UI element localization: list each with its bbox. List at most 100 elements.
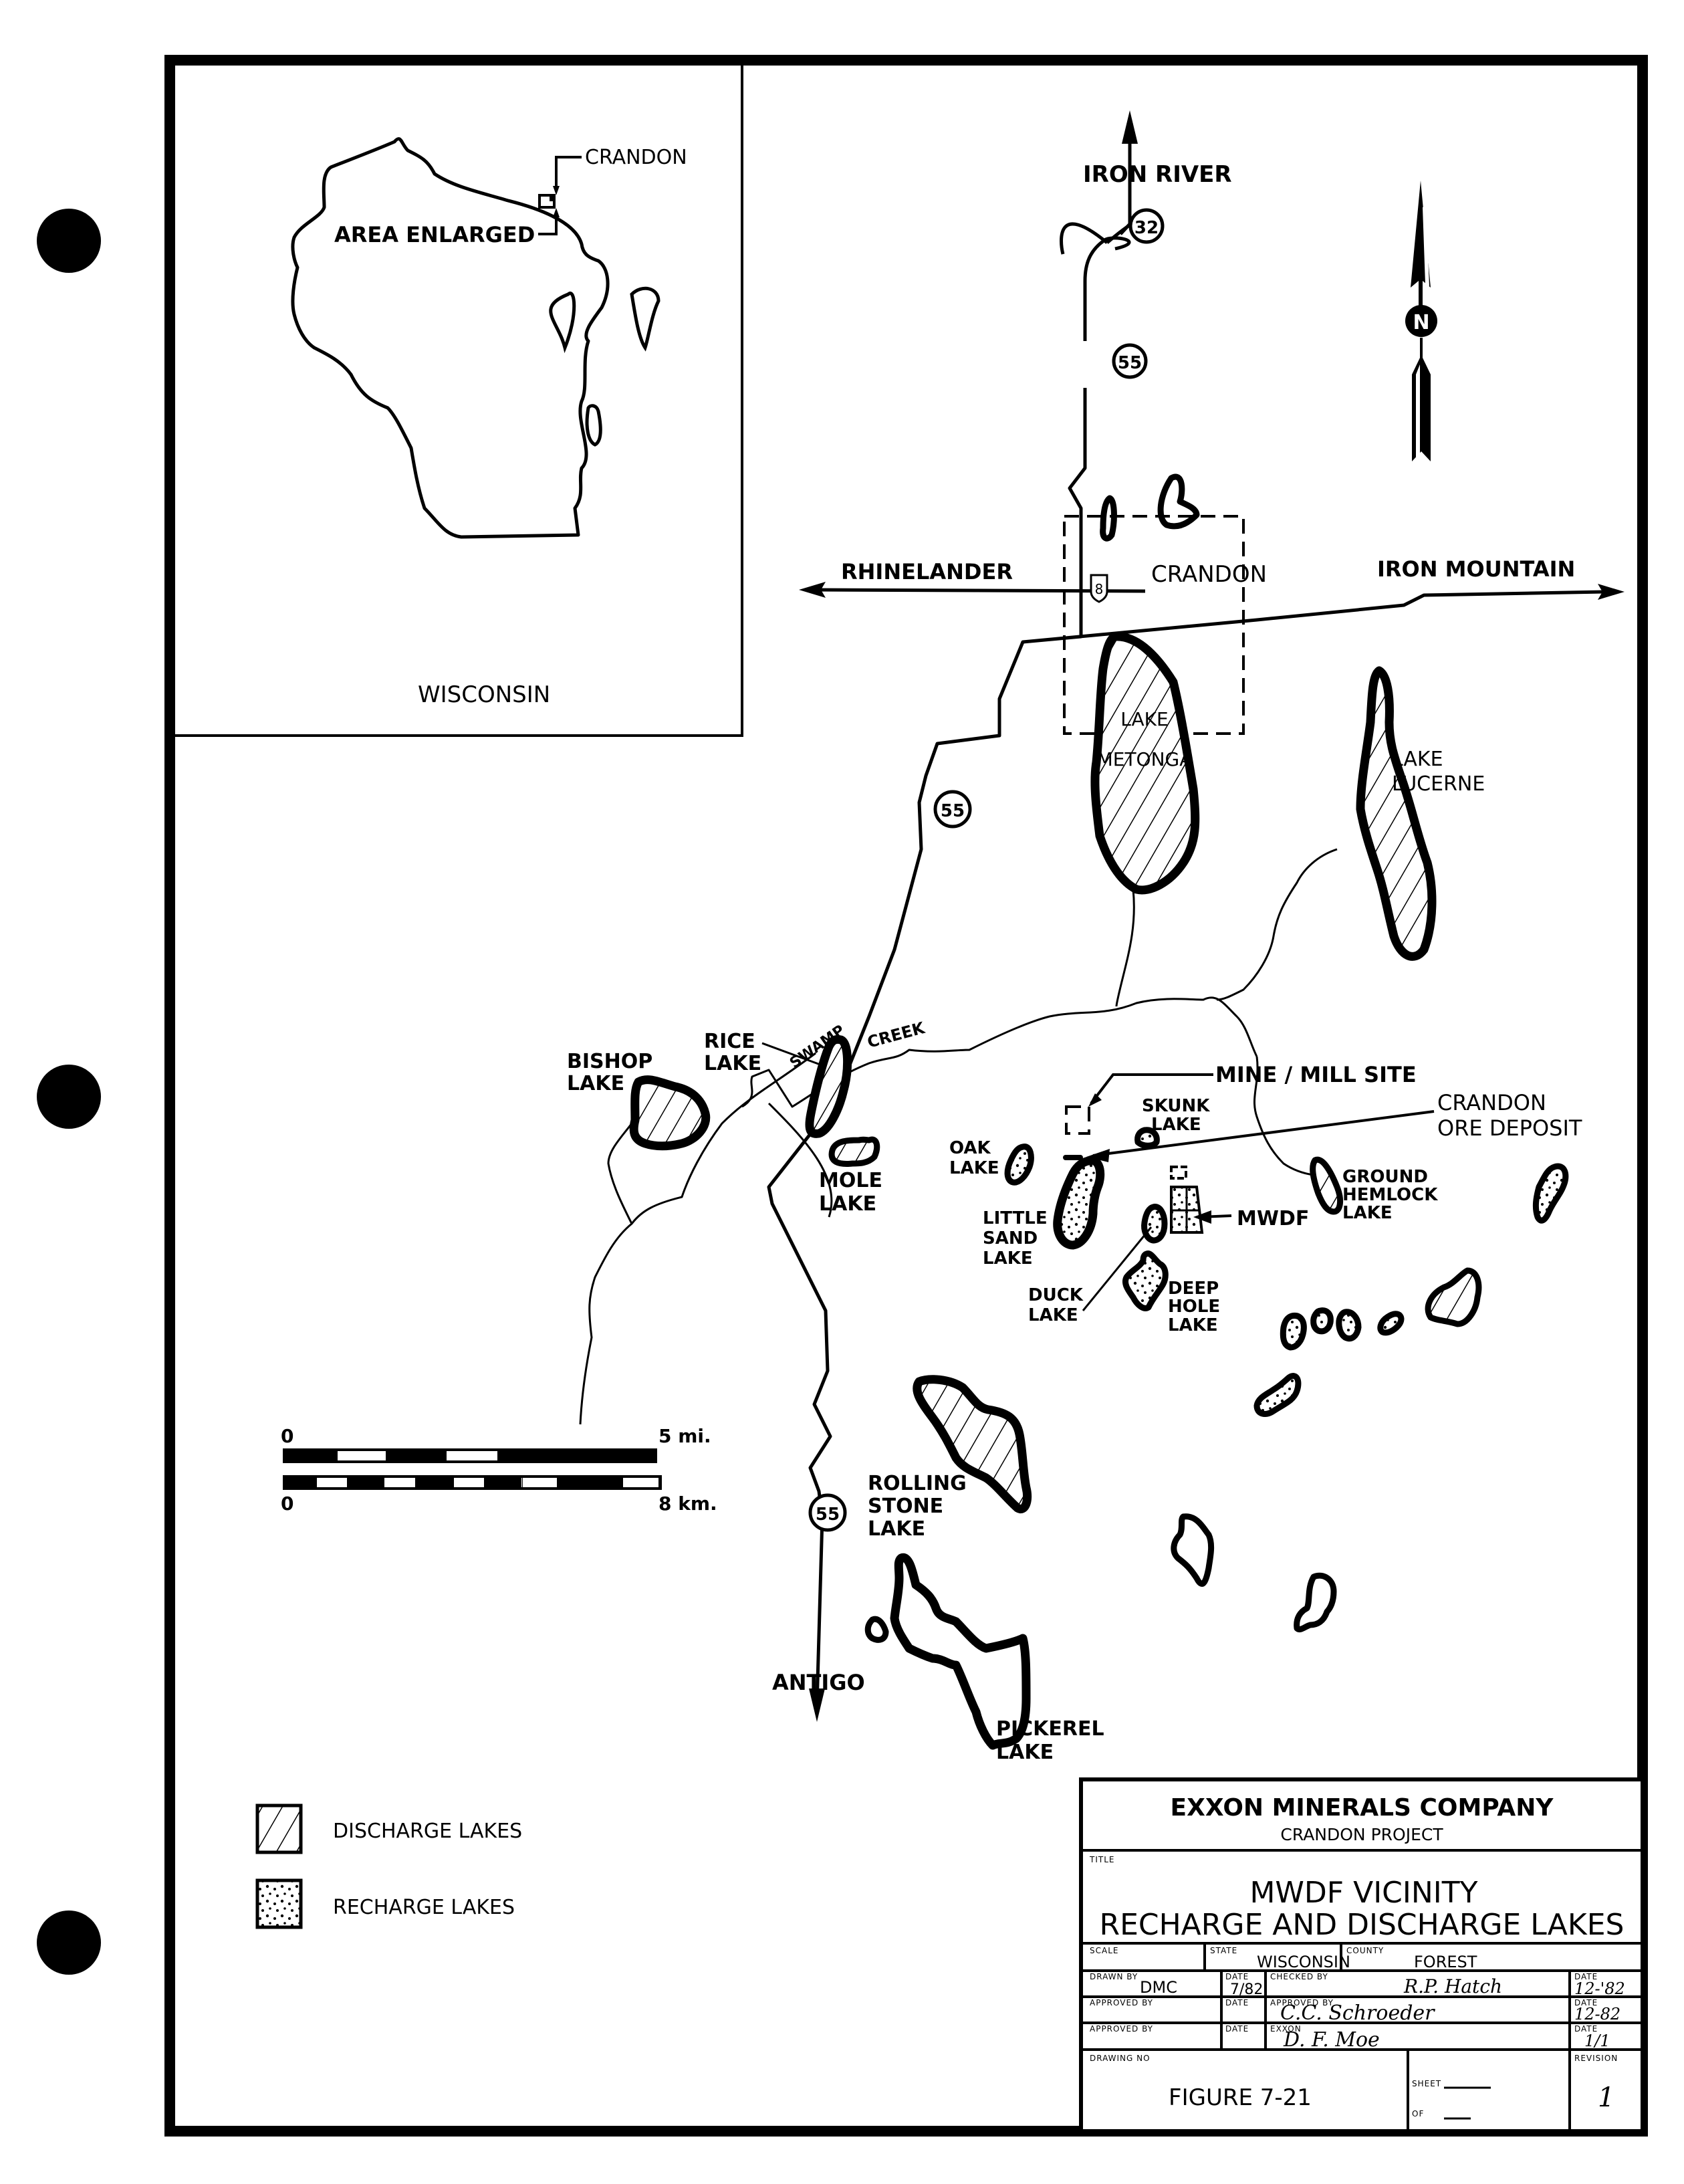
svg-text:55: 55 [941, 801, 965, 821]
svg-text:DUCK: DUCK [1028, 1285, 1084, 1305]
svg-text:RICE: RICE [704, 1030, 755, 1053]
label-bishop-lake: BISHOP LAKE [567, 1050, 652, 1095]
lake-crandon-small-east [1157, 473, 1200, 530]
svg-text:LAKE: LAKE [996, 1741, 1054, 1764]
label-lake-metonga: LAKE METONGA [1097, 708, 1193, 770]
svg-text:DEEP: DEEP [1168, 1279, 1219, 1299]
lake-lucerne [1356, 666, 1437, 961]
label-mole-lake: MOLE LAKE [819, 1169, 882, 1216]
tb-county-value: FOREST [1414, 1953, 1477, 1971]
svg-text:SAND: SAND [983, 1228, 1038, 1248]
highway-55-north-segment [1068, 236, 1131, 602]
legend: DISCHARGE LAKES RECHARGE LAKES [255, 1804, 522, 1929]
svg-text:METONGA: METONGA [1097, 748, 1193, 770]
tb-county-field: COUNTY [1346, 1946, 1384, 1955]
binder-hole-middle [37, 1065, 101, 1129]
title-block: EXXON MINERALS COMPANY CRANDON PROJECT T… [1079, 1777, 1645, 2133]
ore-deposit-leader [1092, 1110, 1435, 1157]
svg-text:LUCERNE: LUCERNE [1392, 772, 1485, 796]
label-little-sand-lake: LITTLE SAND LAKE [983, 1208, 1048, 1269]
inset-crandon-dot [550, 196, 554, 201]
mwdf-site [1170, 1166, 1204, 1234]
lake-deep-hole [1122, 1250, 1169, 1311]
scale-bar: 0 5 mi. 0 8 km. [281, 1425, 717, 1515]
label-iron-river: IRON RIVER [1083, 161, 1232, 188]
highway-55-south [767, 641, 1025, 1706]
label-pickerel-lake: PICKEREL LAKE [996, 1717, 1104, 1764]
lake-cluster-4 [1377, 1311, 1405, 1336]
tb-title-line1: MWDF VICINITY [1249, 1876, 1477, 1910]
tb-approved-date-2: 12-82 [1574, 2005, 1620, 2024]
tb-state-value: WISCONSIN [1257, 1953, 1350, 1971]
label-ground-hemlock-lake: GROUND HEMLOCK LAKE [1342, 1167, 1438, 1223]
inset-map: CRANDON AREA ENLARGED WISCONSIN [175, 60, 743, 737]
svg-text:GROUND: GROUND [1342, 1167, 1428, 1187]
ore-deposit-marker [1063, 1155, 1083, 1160]
label-duck-lake: DUCK LAKE [1028, 1285, 1084, 1325]
lake-cluster-5 [1253, 1373, 1302, 1417]
tb-checked-by-field: CHECKED BY [1270, 1972, 1328, 1981]
mwdf-arrow-icon [1193, 1210, 1211, 1224]
lake-cluster-3 [1336, 1309, 1362, 1342]
inset-crandon-arrow [553, 186, 560, 195]
lake-ground-hemlock [1310, 1156, 1344, 1215]
tb-exxon-value: D. F. Moe [1283, 2028, 1380, 2052]
svg-text:LAKE: LAKE [1151, 1115, 1201, 1135]
antigo-arrow-icon [809, 1688, 825, 1722]
tb-drawing-no-field: DRAWING NO [1090, 2054, 1151, 2063]
label-rice-lake: RICE LAKE [704, 1030, 761, 1075]
highway-55-shield-north: 55 [1112, 343, 1148, 379]
tb-drawn-by-field: DRAWN BY [1090, 1972, 1138, 1981]
svg-text:LAKE: LAKE [868, 1517, 925, 1541]
label-rolling-stone-lake: ROLLING STONE LAKE [868, 1472, 967, 1541]
north-arrow-icon: N [1405, 181, 1437, 461]
inset-area-leader [538, 214, 558, 235]
legend-swatch-discharge [255, 1804, 303, 1854]
svg-text:LAKE: LAKE [1028, 1305, 1078, 1325]
inset-state-label: WISCONSIN [418, 681, 550, 708]
svg-text:PICKEREL: PICKEREL [996, 1717, 1104, 1741]
highway-55-shield-mid: 55 [933, 790, 972, 829]
tb-approved-date-2-field: DATE [1574, 1998, 1598, 2007]
stream-bishop [607, 1123, 633, 1224]
us-8-shield: 8 [1090, 574, 1108, 603]
tb-drawing-no-value: FIGURE 7-21 [1169, 2084, 1312, 2111]
svg-text:HEMLOCK: HEMLOCK [1342, 1185, 1438, 1205]
lake-little-sand [1053, 1156, 1105, 1250]
svg-text:STONE: STONE [868, 1495, 943, 1518]
svg-text:ORE DEPOSIT: ORE DEPOSIT [1437, 1115, 1582, 1141]
label-iron-mountain: IRON MOUNTAIN [1377, 556, 1575, 582]
svg-text:ROLLING: ROLLING [868, 1472, 967, 1495]
duck-lake-leader [1082, 1226, 1153, 1311]
stream-ground-hemlock [1253, 1056, 1314, 1176]
stream-lucerne-outlet [1216, 848, 1338, 1001]
label-antigo: ANTIGO [772, 1670, 865, 1695]
compass-n-label: N [1413, 311, 1429, 334]
tb-approved-by-3-field: APPROVED BY [1090, 2024, 1153, 2034]
tb-exxon-date-field: DATE [1574, 2024, 1598, 2034]
svg-text:32: 32 [1134, 218, 1159, 238]
tb-approved-by-1-field: APPROVED BY [1090, 1998, 1153, 2007]
tb-title-field: TITLE [1089, 1855, 1114, 1864]
svg-text:LAKE: LAKE [1120, 708, 1168, 730]
lake-mole [828, 1136, 880, 1167]
tb-sheet-field: SHEET [1412, 2079, 1441, 2088]
mine-mill-arrow-icon [1088, 1093, 1102, 1107]
svg-text:55: 55 [816, 1505, 840, 1525]
svg-text:LITTLE: LITTLE [983, 1208, 1048, 1228]
tb-checked-date-field: DATE [1574, 1972, 1598, 1981]
lake-east-discharge [1425, 1267, 1482, 1327]
lake-cluster-1 [1280, 1312, 1307, 1351]
lake-south-north [1171, 1513, 1215, 1587]
label-mine-mill-site: MINE / MILL SITE [1215, 1062, 1417, 1087]
tb-state-field: STATE [1210, 1946, 1237, 1955]
highway-8-east [1021, 590, 1605, 644]
scale-km-end: 8 km. [658, 1493, 717, 1515]
tb-revision-value: 1 [1598, 2082, 1614, 2113]
stream-west-branch [579, 1052, 816, 1425]
tb-revision-field: REVISION [1574, 2054, 1618, 2063]
mine-mill-site-box [1065, 1105, 1090, 1135]
map-frame [164, 55, 1648, 2137]
inset-border [175, 60, 743, 737]
